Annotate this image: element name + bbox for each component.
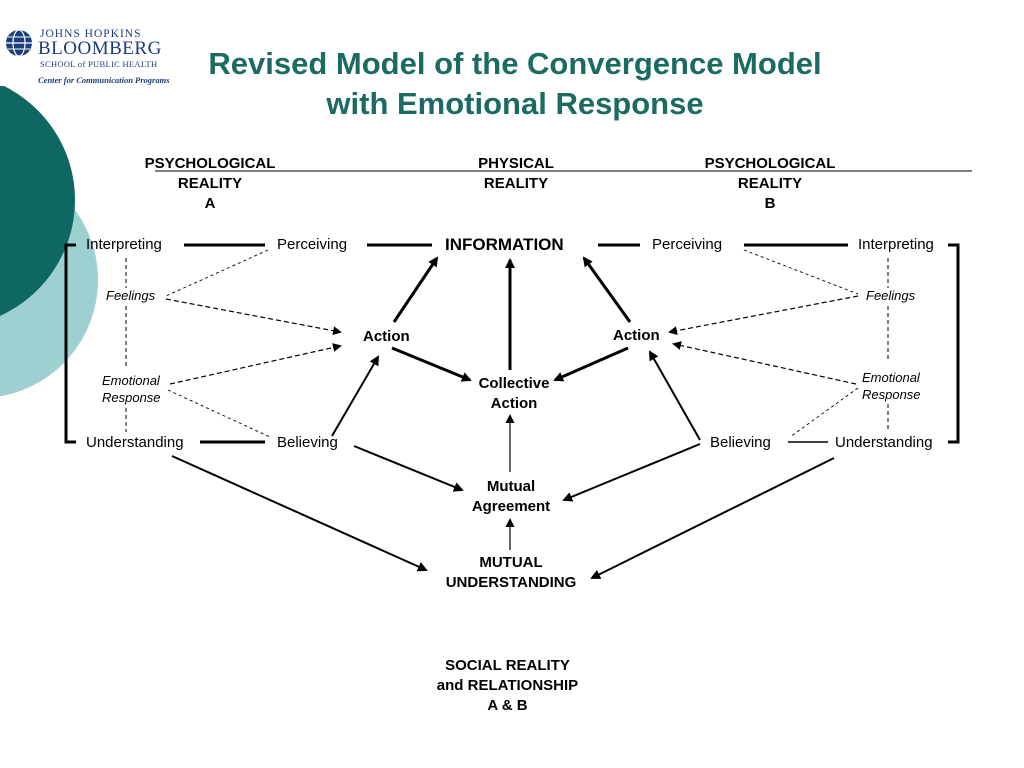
node-believing-b: Believing	[710, 434, 771, 451]
node-emotional-response-b: Emotional Response	[862, 370, 921, 402]
globe-icon	[6, 29, 32, 57]
node-action-b: Action	[613, 327, 660, 344]
node-information: INFORMATION	[445, 235, 564, 254]
title-line-2: with Emotional Response	[326, 86, 704, 121]
node-emotional-response-a: Emotional Response	[102, 373, 161, 405]
header-psych-reality-a: PSYCHOLOGICAL REALITY A	[144, 155, 276, 212]
node-understanding-a: Understanding	[86, 434, 184, 451]
slide-title: Revised Model of the Convergence Model w…	[170, 44, 860, 124]
node-believing-a: Believing	[277, 434, 338, 451]
footer-social-reality: SOCIAL REALITY and RELATIONSHIP A & B	[436, 657, 579, 714]
logo-line-1: JOHNS HOPKINS	[40, 28, 142, 40]
node-interpreting-a: Interpreting	[86, 236, 162, 253]
node-collective-action: Collective Action	[478, 375, 550, 412]
node-understanding-b: Understanding	[835, 434, 933, 451]
header-psych-reality-b: PSYCHOLOGICAL REALITY B	[704, 155, 836, 212]
jhu-bloomberg-logo: JOHNS HOPKINS BLOOMBERG SCHOOL of PUBLIC…	[4, 26, 194, 88]
node-perceiving-b: Perceiving	[652, 236, 723, 253]
node-feelings-a: Feelings	[106, 288, 156, 303]
node-mutual-agreement: Mutual Agreement	[471, 478, 551, 515]
node-mutual-understanding: MUTUAL UNDERSTANDING	[445, 554, 577, 591]
title-line-1: Revised Model of the Convergence Model	[208, 46, 822, 81]
white-header-band	[0, 0, 200, 86]
node-perceiving-a: Perceiving	[277, 236, 348, 253]
node-interpreting-b: Interpreting	[858, 236, 934, 253]
right-bracket	[948, 243, 960, 444]
logo-line-3: SCHOOL of PUBLIC HEALTH	[40, 59, 158, 69]
left-bracket	[64, 243, 76, 444]
node-feelings-b: Feelings	[866, 288, 916, 303]
dark-teal-circle	[0, 84, 75, 316]
header-physical-reality: PHYSICAL REALITY	[478, 155, 554, 192]
logo-line-4: Center for Communication Programs	[38, 75, 170, 85]
node-action-a: Action	[363, 328, 410, 345]
logo-line-2: BLOOMBERG	[38, 38, 162, 59]
